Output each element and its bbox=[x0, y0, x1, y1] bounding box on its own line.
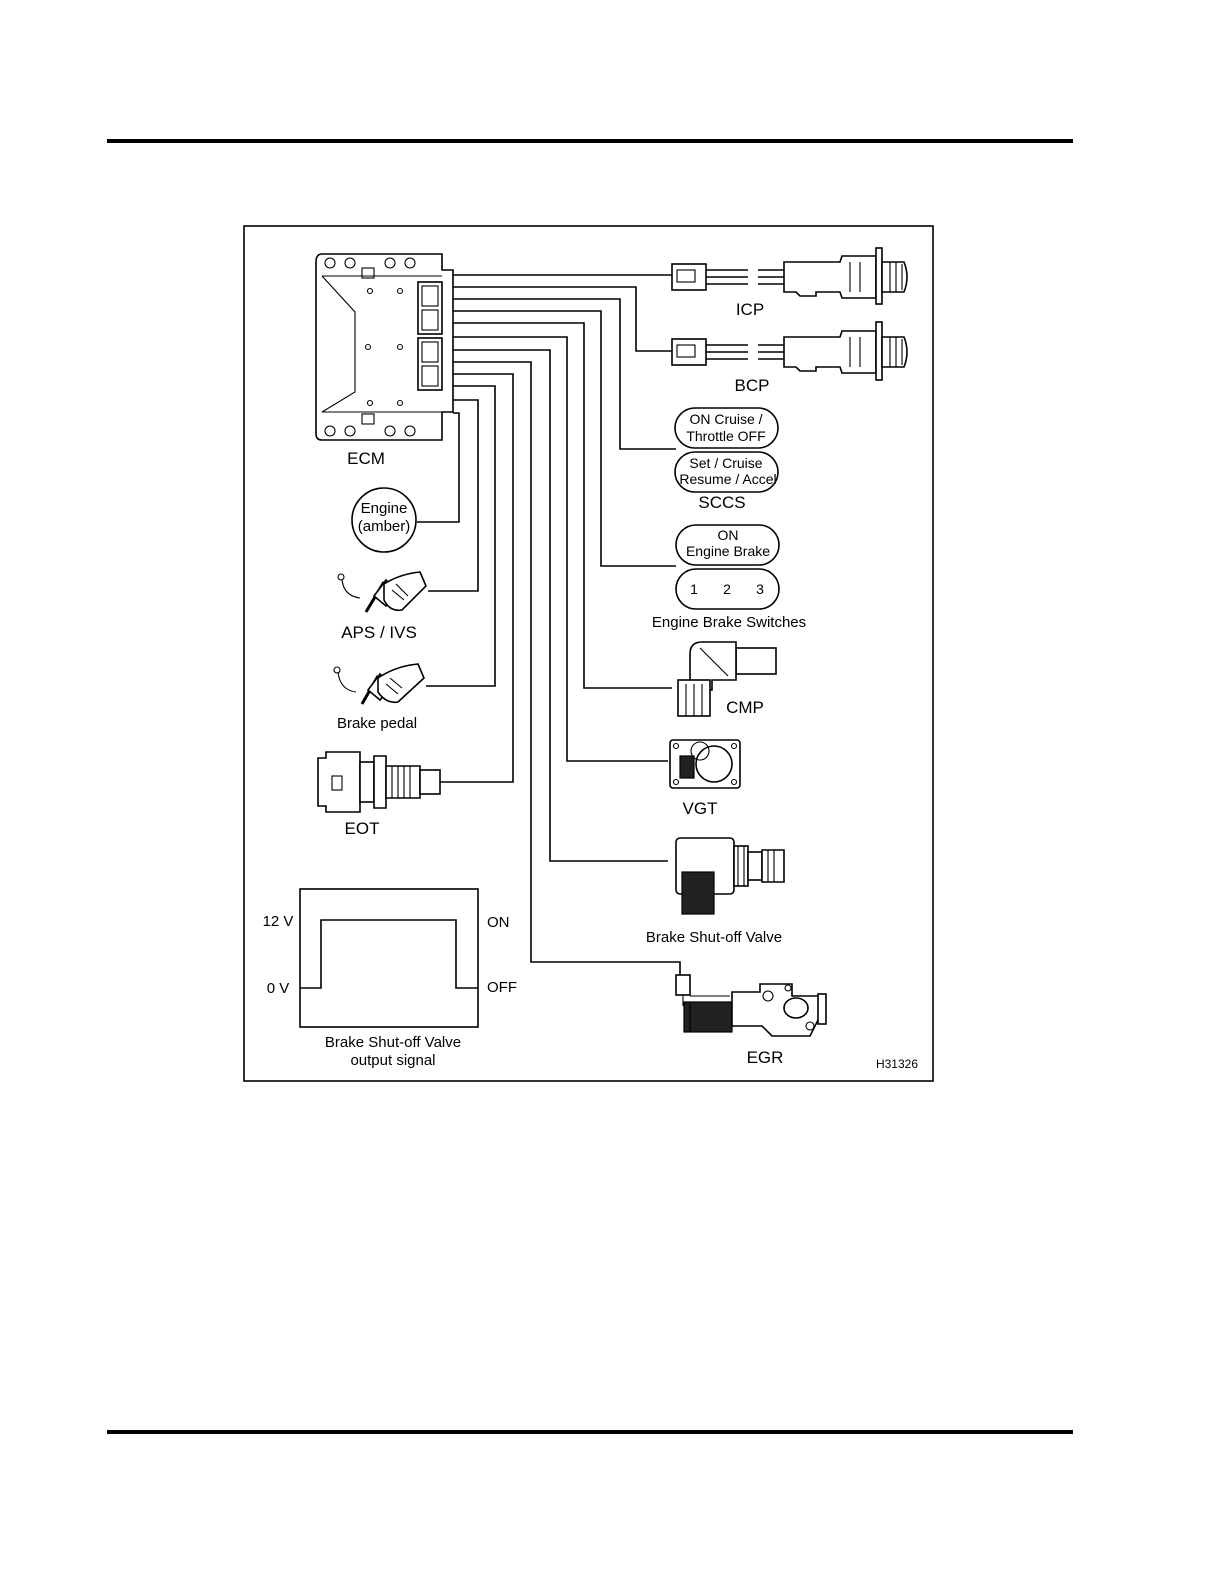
egr-label: EGR bbox=[747, 1048, 784, 1067]
vgt-label: VGT bbox=[683, 799, 718, 818]
brake-shutoff-valve-label: Brake Shut-off Valve bbox=[646, 929, 782, 946]
aps-ivs-label: APS / IVS bbox=[341, 623, 417, 642]
signal-low-voltage: 0 V bbox=[267, 980, 290, 997]
egr-valve bbox=[676, 975, 826, 1036]
engine-brake-on-switch: ON Engine Brake bbox=[676, 525, 779, 565]
svg-text:3: 3 bbox=[756, 581, 764, 597]
svg-text:ON Cruise /: ON Cruise / bbox=[689, 411, 762, 427]
signal-waveform bbox=[300, 920, 478, 988]
signal-high-voltage: 12 V bbox=[263, 913, 294, 930]
icp-sensor bbox=[672, 248, 907, 304]
wire-harness bbox=[417, 275, 680, 975]
figure-id: H31326 bbox=[876, 1057, 918, 1071]
ecm-module bbox=[316, 254, 453, 440]
svg-text:2: 2 bbox=[723, 581, 731, 597]
signal-graph-frame bbox=[300, 889, 478, 1027]
svg-text:Engine Brake: Engine Brake bbox=[686, 543, 770, 559]
svg-text:Engine: Engine bbox=[361, 500, 408, 517]
vgt-actuator bbox=[670, 740, 740, 788]
signal-caption-line1: Brake Shut-off Valve bbox=[325, 1034, 461, 1051]
engine-warning-lamp: Engine (amber) bbox=[352, 488, 416, 552]
brake-shutoff-valve bbox=[676, 838, 784, 914]
icp-label: ICP bbox=[736, 300, 764, 319]
svg-text:Set / Cruise: Set / Cruise bbox=[689, 455, 762, 471]
bcp-sensor bbox=[672, 322, 907, 380]
engine-brake-level-switch: 1 2 3 bbox=[676, 569, 779, 609]
brake-pedal-label: Brake pedal bbox=[337, 715, 417, 732]
svg-text:1: 1 bbox=[690, 581, 698, 597]
ecm-label: ECM bbox=[347, 449, 385, 468]
cruise-set-resume-switch: Set / Cruise Resume / Accel bbox=[675, 452, 778, 492]
eot-label: EOT bbox=[345, 819, 380, 838]
svg-text:(amber): (amber) bbox=[358, 518, 411, 535]
eot-sensor bbox=[318, 752, 440, 812]
signal-off-label: OFF bbox=[487, 979, 517, 996]
engine-brake-switches-label: Engine Brake Switches bbox=[652, 614, 806, 631]
sccs-label: SCCS bbox=[698, 493, 745, 512]
svg-text:ON: ON bbox=[718, 527, 739, 543]
bcp-label: BCP bbox=[735, 376, 770, 395]
cruise-on-switch: ON Cruise / Throttle OFF bbox=[675, 408, 778, 448]
signal-caption-line2: output signal bbox=[350, 1052, 435, 1069]
brake-pedal-assembly bbox=[334, 664, 424, 704]
svg-text:Resume / Accel: Resume / Accel bbox=[679, 471, 776, 487]
output-signal-graph: 12 V 0 V ON OFF Brake Shut-off Valve out… bbox=[263, 889, 517, 1069]
cmp-label: CMP bbox=[726, 698, 764, 717]
svg-text:Throttle OFF: Throttle OFF bbox=[686, 428, 765, 444]
accelerator-pedal bbox=[338, 572, 426, 612]
signal-on-label: ON bbox=[487, 914, 510, 931]
